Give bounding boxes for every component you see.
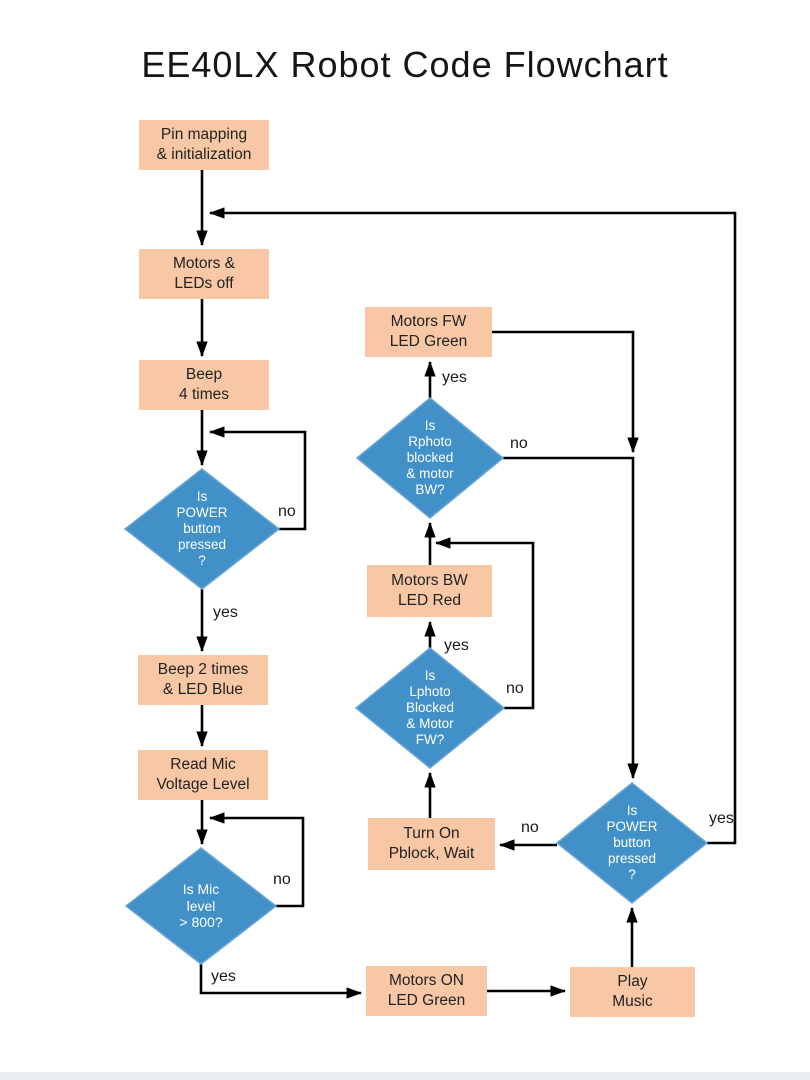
edge-label-power2-yes: yes xyxy=(709,810,734,827)
decision-shape-power-2 xyxy=(555,782,709,904)
decision-rphoto-label: Is Rphoto blocked & motor BW? xyxy=(406,418,454,497)
process-motors-on: Motors ON LED Green xyxy=(366,966,487,1016)
edge-label-lphoto-no: no xyxy=(506,680,524,697)
decision-shape-rphoto xyxy=(355,397,505,519)
decision-lphoto-label: Is Lphoto Blocked & Motor FW? xyxy=(405,668,455,747)
edge-label-lphoto-yes: yes xyxy=(444,637,469,654)
decision-shape-mic xyxy=(124,847,278,965)
page-title: EE40LX Robot Code Flowchart xyxy=(141,44,669,85)
connector-mic-no-loop xyxy=(208,812,305,908)
decision-mic-label: Is Mic level > 800? xyxy=(179,881,223,931)
decision-power-1-label: Is POWER button pressed ? xyxy=(176,489,228,568)
process-play-music: Play Music xyxy=(570,967,695,1017)
process-pin-mapping: Pin mapping & initialization xyxy=(139,120,269,170)
edge-label-power1-yes: yes xyxy=(213,604,238,621)
process-motors-leds-off: Motors & LEDs off xyxy=(139,249,269,299)
connector-motorsfw-to-junction xyxy=(492,330,639,454)
edge-label-mic-no: no xyxy=(273,871,291,888)
process-motors-bw: Motors BW LED Red xyxy=(367,565,492,617)
process-beep-4-times: Beep 4 times xyxy=(139,360,269,410)
decision-shape-lphoto xyxy=(354,647,506,769)
connector-rphoto-no-to-power2 xyxy=(503,456,639,780)
edge-label-mic-yes: yes xyxy=(211,968,236,985)
edge-label-rphoto-yes: yes xyxy=(442,369,467,386)
process-turn-on-pblock: Turn On Pblock, Wait xyxy=(368,818,495,870)
decision-shape-power-1 xyxy=(123,468,281,590)
connector-power1-no-loop xyxy=(208,426,307,531)
edge-label-power2-no: no xyxy=(521,819,539,836)
edge-label-rphoto-no: no xyxy=(510,435,528,452)
connector-lphoto-no-loop xyxy=(434,537,535,710)
decision-power-2-label: Is POWER button pressed ? xyxy=(606,803,658,882)
process-motors-fw: Motors FW LED Green xyxy=(365,307,492,357)
edge-label-power1-no: no xyxy=(278,503,296,520)
process-beep-2-times: Beep 2 times & LED Blue xyxy=(138,655,268,705)
process-read-mic: Read Mic Voltage Level xyxy=(138,750,268,800)
bottom-page-edge xyxy=(0,1072,810,1080)
connector-mic-yes-to-motorson xyxy=(199,964,363,999)
connector-power2-yes-feedback xyxy=(208,207,737,845)
